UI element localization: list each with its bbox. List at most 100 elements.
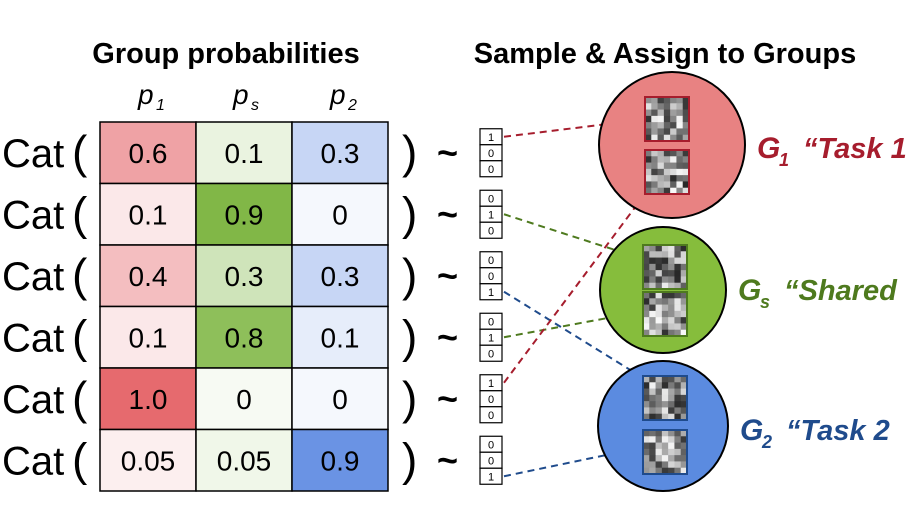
image-pixel xyxy=(655,467,663,475)
image-pixel xyxy=(674,442,682,450)
image-pixel xyxy=(680,304,688,312)
prob-cell xyxy=(291,244,389,308)
group-gs: Gs“Shared xyxy=(599,226,898,354)
image-pixel xyxy=(676,156,684,163)
image-pixel xyxy=(668,310,675,318)
image-pixel xyxy=(668,382,675,389)
sample-image xyxy=(642,244,688,290)
image-pixel xyxy=(645,122,652,129)
image-pixel xyxy=(655,304,663,312)
image-pixel xyxy=(663,115,671,123)
image-pixel xyxy=(670,109,677,117)
column-header-base: p xyxy=(137,79,154,110)
image-pixel xyxy=(643,448,650,456)
image-pixel xyxy=(655,276,663,284)
image-pixel xyxy=(655,413,663,421)
image-pixel xyxy=(663,134,671,142)
image-pixel xyxy=(670,187,677,195)
image-pixel xyxy=(651,162,658,170)
onehot-bit: 0 xyxy=(488,410,494,422)
image-pixel xyxy=(645,156,652,163)
image-pixel xyxy=(649,329,656,337)
image-pixel xyxy=(649,276,656,284)
image-pixel xyxy=(651,103,658,110)
image-pixel xyxy=(663,168,671,176)
onehot-bit: 1 xyxy=(488,378,494,390)
prob-cell-value: 1.0 xyxy=(129,384,168,415)
image-pixel xyxy=(643,376,650,383)
image-pixel xyxy=(682,122,690,129)
image-pixel xyxy=(680,251,688,258)
image-pixel xyxy=(668,413,675,421)
image-pixel xyxy=(643,388,650,396)
image-pixel xyxy=(680,467,688,475)
image-pixel xyxy=(651,187,658,195)
image-pixel xyxy=(680,245,688,252)
image-pixel xyxy=(643,467,650,475)
image-pixel xyxy=(663,97,671,104)
image-pixel xyxy=(668,455,675,462)
onehot-vector: 100 xyxy=(479,128,503,178)
image-pixel xyxy=(661,430,669,437)
tilde-sample: ~ xyxy=(437,193,458,234)
image-pixel xyxy=(674,388,682,396)
onehot-bit: 0 xyxy=(488,255,494,267)
onehot-cell xyxy=(479,406,503,424)
image-pixel xyxy=(649,401,656,408)
image-pixel xyxy=(661,448,669,456)
prob-cell-value: 0 xyxy=(332,384,348,415)
image-pixel xyxy=(657,128,665,136)
image-pixel xyxy=(649,251,656,258)
image-pixel xyxy=(661,310,669,318)
image-pixel xyxy=(649,304,656,312)
image-pixel xyxy=(676,122,684,129)
image-pixel xyxy=(661,304,669,312)
image-pixel xyxy=(657,181,665,189)
image-pixel xyxy=(661,388,669,396)
image-pixel xyxy=(676,109,684,117)
image-pixel xyxy=(680,376,688,383)
image-pixel xyxy=(655,298,663,305)
prob-cell-value: 0.1 xyxy=(129,322,168,353)
prob-cell-value: 0.05 xyxy=(121,445,176,476)
image-pixel xyxy=(676,175,684,182)
onehot-bit: 0 xyxy=(488,439,494,451)
onehot-bit: 0 xyxy=(488,316,494,328)
image-pixel xyxy=(668,329,675,337)
image-pixel xyxy=(680,388,688,396)
image-pixel xyxy=(682,134,690,142)
image-pixel xyxy=(661,401,669,408)
image-pixel xyxy=(651,115,658,123)
group-subscript: 2 xyxy=(761,432,772,452)
group-g2: G2“Task 2 xyxy=(597,360,890,492)
image-pixel xyxy=(682,109,690,117)
onehot-vector: 010 xyxy=(479,189,503,239)
prob-cell-value: 0.1 xyxy=(129,199,168,230)
image-pixel xyxy=(674,323,682,331)
image-pixel xyxy=(674,257,682,265)
image-pixel xyxy=(651,150,658,157)
image-pixel xyxy=(643,245,650,252)
image-pixel xyxy=(657,187,665,195)
image-pixel xyxy=(670,168,677,176)
image-pixel xyxy=(676,162,684,170)
image-pixel xyxy=(651,128,658,136)
image-pixel xyxy=(661,298,669,305)
image-pixel xyxy=(657,150,665,157)
image-pixel xyxy=(674,298,682,305)
image-pixel xyxy=(674,448,682,456)
assignment-arrow xyxy=(503,188,650,384)
image-border xyxy=(642,375,688,421)
image-pixel xyxy=(670,175,677,182)
prob-cell xyxy=(291,305,389,369)
image-pixel xyxy=(668,317,675,324)
image-pixel xyxy=(661,407,669,415)
image-pixel xyxy=(649,263,656,271)
image-pixel xyxy=(645,103,652,110)
image-pixel xyxy=(680,263,688,271)
image-pixel xyxy=(674,276,682,284)
image-pixel xyxy=(680,382,688,389)
onehot-bit: 0 xyxy=(488,193,494,205)
image-pixel xyxy=(643,292,650,299)
image-pixel xyxy=(649,413,656,421)
